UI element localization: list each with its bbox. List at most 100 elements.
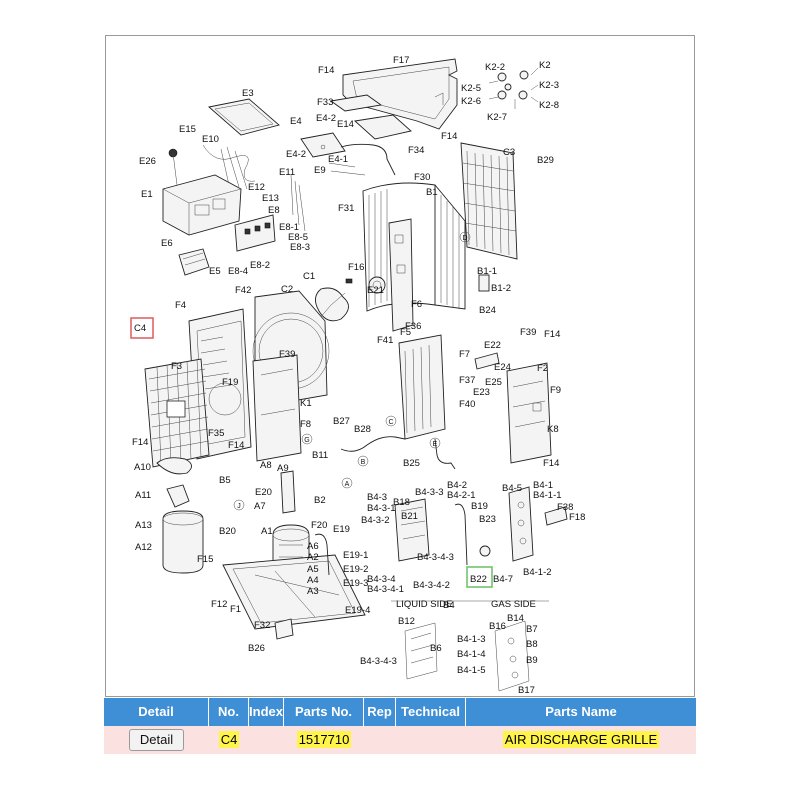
label-b4-1-3: B4-1-3 [457,634,486,645]
label-e8-4: E8-4 [228,266,248,277]
liquid-side-fittings [404,622,438,680]
label-e10: E10 [202,134,219,145]
label-f14-c: F14 [544,329,560,340]
connector-e-label: E [433,441,438,448]
label-b21: B21 [401,511,418,522]
fan-motor-e21 [368,276,386,294]
valve-bracket-b41 [508,486,534,562]
label-f30: F30 [414,172,430,183]
label-a9: A9 [277,463,289,474]
label-f40: F40 [459,399,475,410]
label-f35: F35 [208,428,224,439]
label-e8-5: E8-5 [288,232,308,243]
label-e8-1: E8-1 [279,222,299,233]
label-e14: E14 [337,119,354,130]
label-b4: B4 [443,600,455,611]
label-e4-2-b: E4-2 [286,149,306,160]
label-f14: F14 [318,65,334,76]
connector-d-circle [459,231,471,243]
control-board-e4 [300,132,346,158]
label-f41: F41 [377,335,393,346]
partition-plate-f6 [388,218,414,332]
label-b4-3-4-2: B4-3-4-2 [413,580,450,591]
label-e8: E8 [268,205,280,216]
label-e12: E12 [248,182,265,193]
air-discharge-grille-c4 [144,358,210,468]
header-parts-name: Parts Name [545,704,617,719]
drain-plate-part [329,94,412,140]
label-e23: E23 [473,387,490,398]
label-b25: B25 [403,458,420,469]
accumulator-a9 [280,470,296,514]
label-e5: E5 [209,266,221,277]
label-f18: F18 [569,512,585,523]
label-f15: F15 [197,554,213,565]
label-f36: F36 [405,321,421,332]
connector-g-label: G [304,437,309,444]
electrical-box-e1 [162,148,242,236]
label-f14-f: F14 [543,458,559,469]
fastener-set-k2 [488,67,539,109]
label-f19: F19 [222,377,238,388]
label-b9: B9 [526,655,538,666]
label-gas-side: GAS SIDE [491,599,536,610]
label-f31: F31 [338,203,354,214]
label-c4: C4 [134,323,146,334]
label-c2: C2 [281,284,293,295]
label-b2: B2 [314,495,326,506]
label-f9: F9 [550,385,561,396]
label-k1: K1 [300,398,312,409]
label-f6: F6 [411,299,422,310]
label-b28: B28 [354,424,371,435]
label-b4-2-1: B4-2-1 [447,490,476,501]
connector-j-label: J [237,503,241,510]
label-b4-2: B4-2 [447,480,467,491]
label-b18: B18 [393,497,410,508]
label-f39: F39 [520,327,536,338]
gas-side-fittings [494,620,530,692]
label-f14-b: F14 [441,131,457,142]
label-f34: F34 [408,145,424,156]
table-row: Detail C4 1517710 AIR DISCHARGE GRILLE [104,726,696,754]
connector-j-circle [233,499,245,511]
control-box-cover-e3 [208,98,280,136]
label-f14-e: F14 [228,440,244,451]
label-e11: E11 [279,167,295,178]
header-detail: Detail [104,698,209,726]
label-b1-1: B1-1 [477,266,497,277]
label-b4-3-2: B4-3-2 [361,515,390,526]
label-b5: B5 [219,475,231,486]
label-a13: A13 [135,520,152,531]
connector-d-label: D [462,235,467,242]
label-f1: F1 [230,604,241,615]
bracket-b12 [478,274,490,292]
label-a10: A10 [134,462,151,473]
label-e19-4: E19-4 [345,605,370,616]
exploded-parts-diagram: F14 F17 K2 K2-2 K2-3 K2-5 K2-6 K2-8 K2-7… [105,35,695,697]
label-b26: B26 [248,643,265,654]
label-a4: A4 [307,575,319,586]
piping-b27 [340,436,456,470]
label-f37: F37 [459,375,475,386]
label-f5: F5 [400,327,411,338]
label-b4-1: B4-1 [533,480,553,491]
piping-f20 [314,533,330,576]
label-e8-2: E8-2 [250,260,270,271]
label-b19: B19 [471,501,488,512]
label-a2: A2 [307,552,319,563]
label-k2-7: K2-7 [487,112,507,123]
label-f17: F17 [393,55,409,66]
label-a7: A7 [254,501,266,512]
connector-c-label: C [388,419,393,426]
header-rep: Rep [364,698,396,726]
label-b23: B23 [479,514,496,525]
label-e26: E26 [139,156,156,167]
partition-f36 [398,334,446,440]
insulation-a12 [162,510,204,574]
label-e1: E1 [141,189,153,200]
detail-button[interactable]: Detail [128,729,185,751]
label-b6: B6 [430,643,442,654]
reactor-e6 [178,248,210,276]
cell-detail: Detail [104,726,209,754]
label-f20: F20 [311,520,327,531]
